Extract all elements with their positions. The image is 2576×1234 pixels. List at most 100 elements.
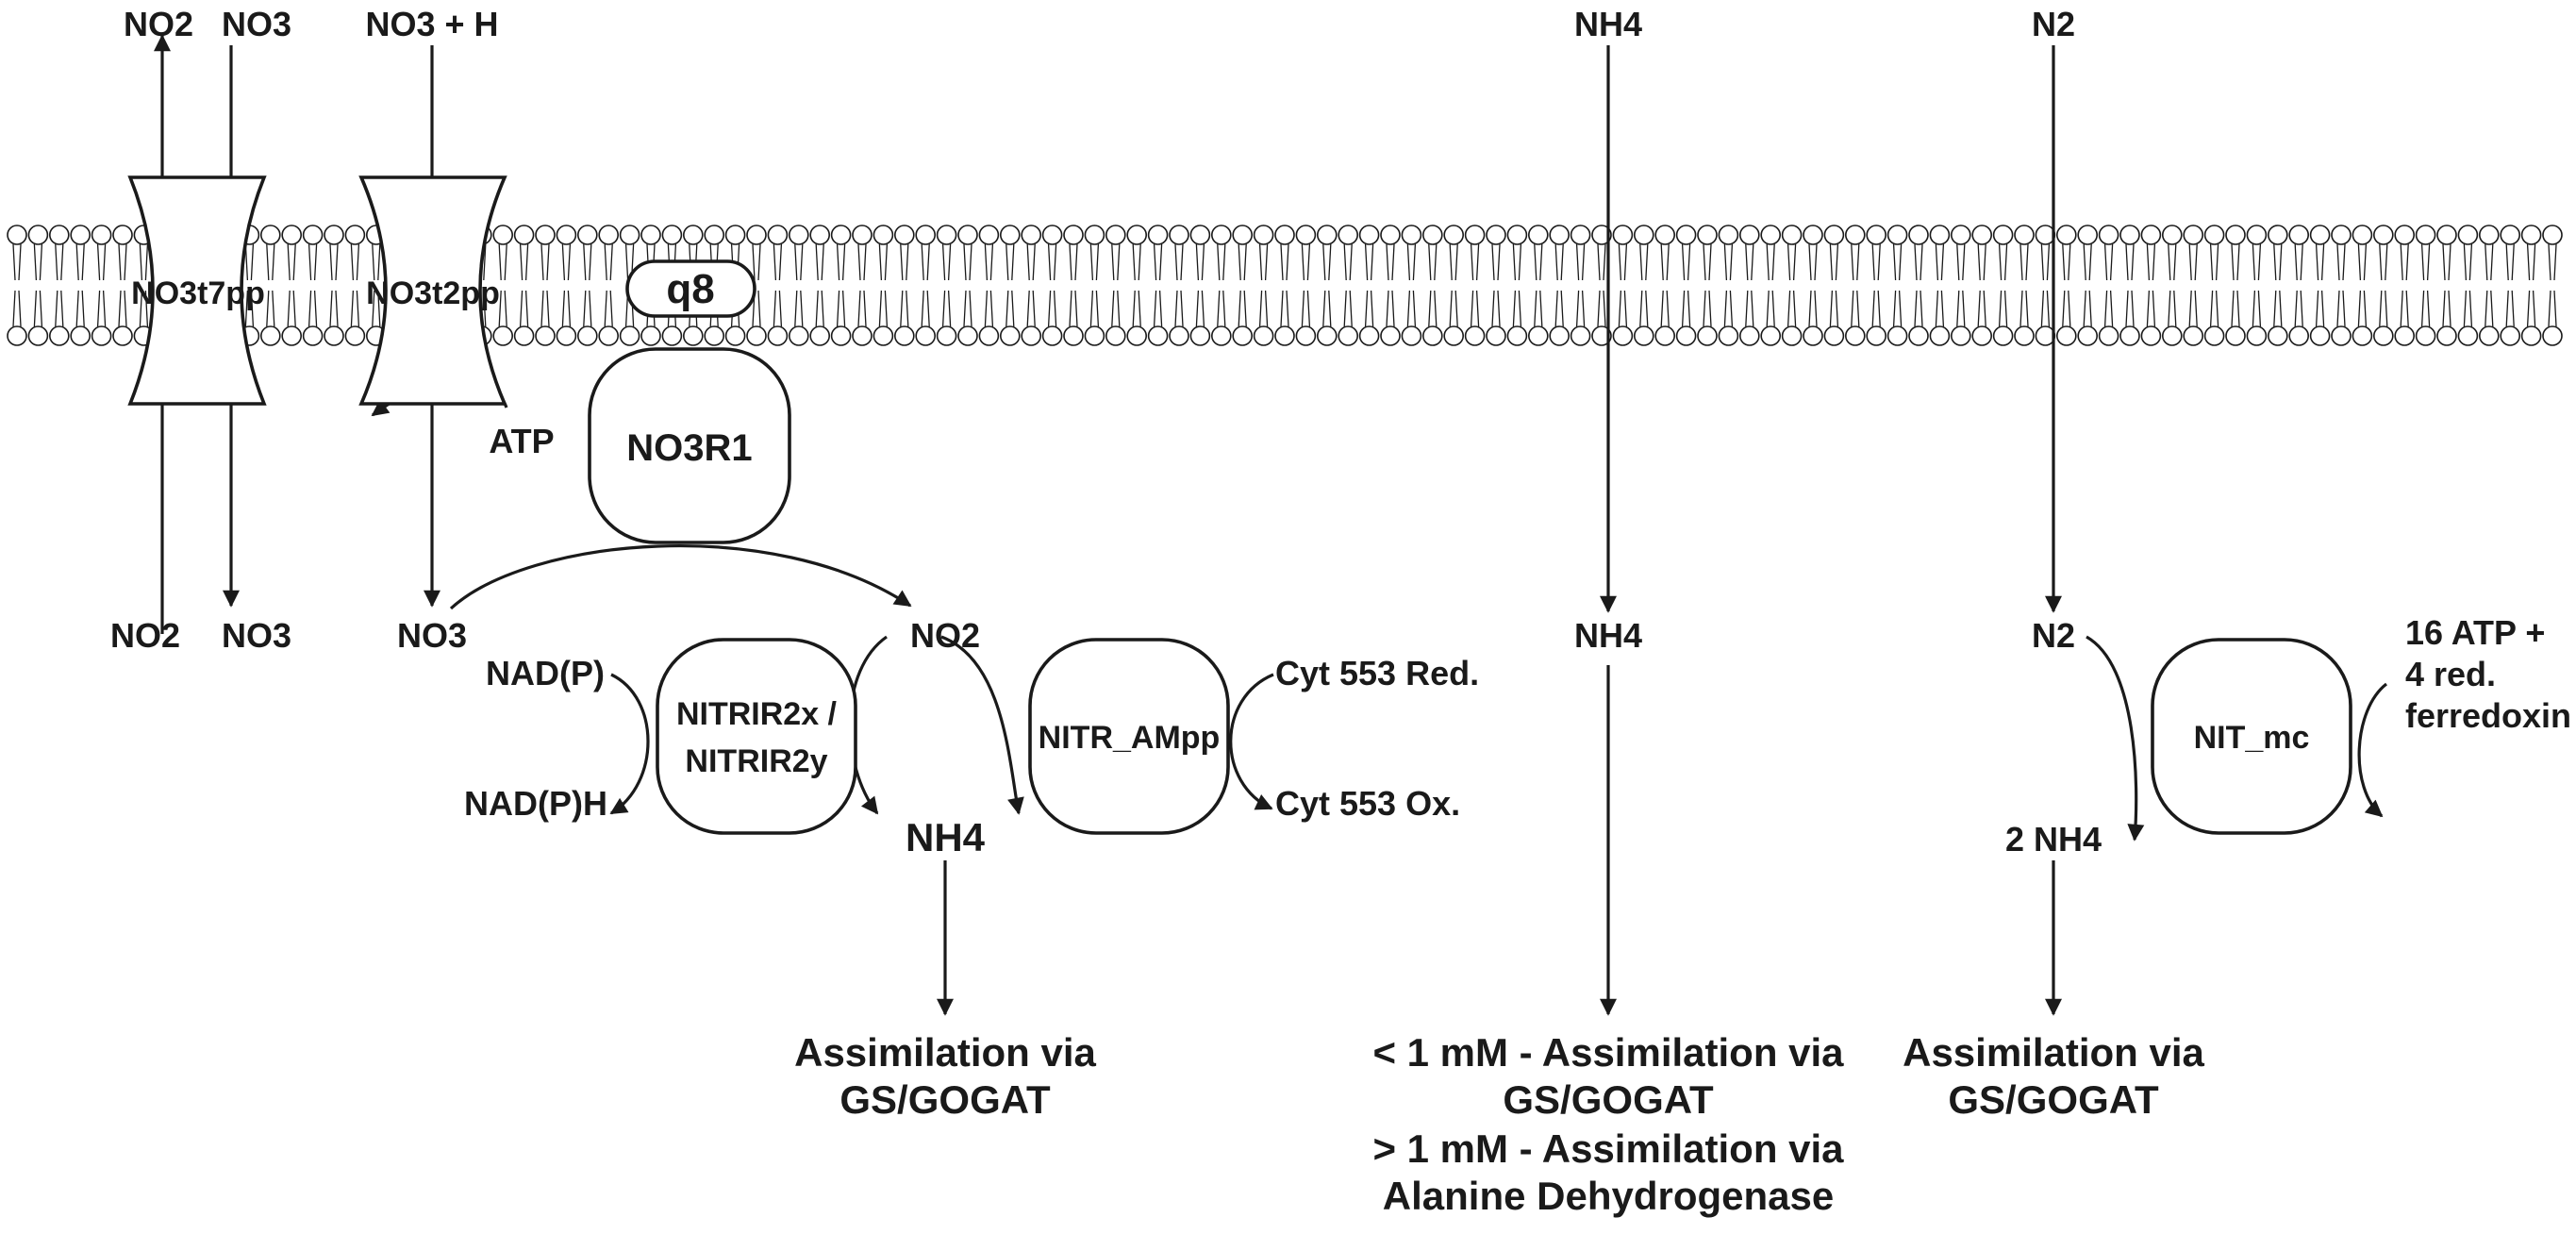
lipid-head [957,325,978,346]
transporter-no3t7pp [127,175,267,406]
lipid-head [2500,225,2520,245]
lipid-head [91,325,112,346]
lipid-head [1358,325,1380,346]
lipid-head [1992,325,2014,346]
lipid-head [2520,225,2542,245]
lipid-head [1506,225,1528,245]
lipid-head [2373,325,2394,346]
lipid-head [259,225,281,245]
lipid-head [1422,325,1443,346]
lipid-head [1951,225,1971,245]
lipid-head [2119,325,2140,346]
lipid-head [682,225,704,245]
lipid-head [1528,325,1549,346]
lipid-head [112,225,133,245]
note-left-line1: Assimilation via [794,1030,1096,1075]
metabolite-ferredoxin: ferredoxin [2405,696,2571,735]
lipid-head [1021,325,1041,346]
lipid-head [1718,225,1739,245]
lipid-head [746,325,767,346]
lipid-head [767,325,789,346]
lipid-head [2415,225,2436,245]
lipid-head [2246,225,2268,245]
arrow-no2-nh4-nitr [940,635,1024,815]
lipid-head [1063,325,1084,346]
lipid-head [1295,225,1317,245]
lipid-head [2140,225,2162,245]
lipid-head [2225,325,2246,346]
enzyme-nitrir-label-line2: NITRIR2y [685,743,827,779]
lipid-head [1295,325,1317,346]
enzyme-no3r1-label: NO3R1 [626,427,752,469]
lipid-head [1549,225,1570,245]
lipid-head [513,325,535,346]
lipid-head [1823,225,1845,245]
lipid-head [2140,325,2162,346]
lipid-head [682,325,704,346]
enzyme-nit-mc-label: NIT_mc [2194,720,2310,756]
lipid-head [513,225,535,245]
lipid-head [2162,325,2183,346]
lipid-head [1760,225,1781,245]
lipid-head [1000,225,1021,245]
lipid-head [344,325,366,346]
lipid-head [1401,325,1422,346]
lipid-head [788,325,809,346]
lipid-head [724,225,746,245]
metabolite-nh4-periplasm: NH4 [1574,5,1642,43]
lipid-head [1211,225,1232,245]
lipid-head [556,325,577,346]
lipid-head [1528,225,1549,245]
lipid-head [2203,225,2225,245]
lipid-head [1358,225,1380,245]
lipid-head [852,225,873,245]
lipid-head [70,325,91,346]
lipid-head [1951,325,1971,346]
lipid-head [704,325,725,346]
lipid-head [1401,225,1422,245]
lipid-head [830,225,852,245]
lipid-head [1189,325,1211,346]
lipid-head [2056,325,2077,346]
lipid-head [1211,325,1232,346]
lipid-head [1612,225,1634,245]
lipid-head [1675,325,1697,346]
lipid-head [1000,325,1021,346]
metabolite-labels: NO2 NO3 NO3 + H NH4 N2 NO2 NO3 NO3 ATP N… [110,5,2571,859]
lipid-head [1253,225,1274,245]
metabolite-nadph: NAD(P)H [464,784,607,823]
metabolite-nh4-center: NH4 [906,815,986,859]
lipid-head [1886,325,1908,346]
lipid-head [302,225,324,245]
lipid-head [2098,225,2119,245]
lipid-head [936,225,957,245]
lipid-head [1866,225,1886,245]
lipid-head [1697,225,1718,245]
metabolite-no3-h-periplasm: NO3 + H [365,5,498,43]
lipid-head [1781,325,1803,346]
note-mid-line3: > 1 mM - Assimilation via [1372,1126,1844,1171]
lipid-head [1718,325,1739,346]
lipid-head [1253,325,1274,346]
metabolite-cyt-553-red: Cyt 553 Red. [1275,654,1479,692]
metabolite-no3-cytoplasm: NO3 [397,616,467,655]
enzyme-nitrir [656,638,857,835]
lipid-head [1612,325,1634,346]
lipid-head [324,325,344,346]
lipid-head [1274,225,1295,245]
lipid-head [1823,325,1845,346]
lipid-head [619,325,640,346]
metabolite-nadp: NAD(P) [486,654,605,692]
lipid-head [1634,225,1654,245]
lipid-head [1232,325,1253,346]
lipid-head [978,225,1000,245]
lipid-head [788,225,809,245]
metabolite-16-atp: 16 ATP + [2405,613,2545,652]
lipid-head [91,225,112,245]
enzyme-no3r1 [588,347,791,544]
arrow-nadp-nadph [609,673,650,815]
lipid-head [1317,325,1338,346]
lipid-head [1803,225,1823,245]
lipid-head [1675,225,1697,245]
